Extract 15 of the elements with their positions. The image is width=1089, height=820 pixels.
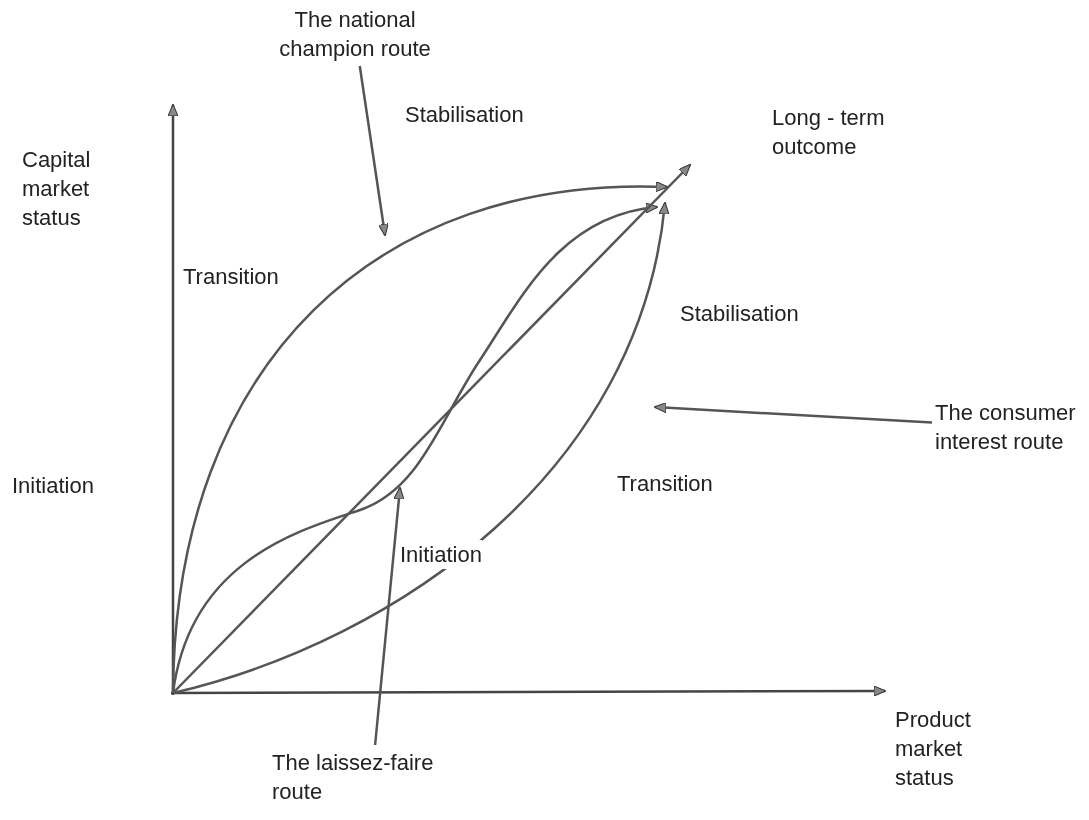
stage-label: Transition — [617, 470, 714, 498]
leader-line — [373, 486, 405, 746]
stage-label: Initiation — [12, 472, 95, 500]
route-label: The consumer interest route — [935, 398, 1085, 456]
leader-line — [653, 402, 933, 424]
outcome-label: Long - term outcome — [772, 103, 912, 161]
axis-label: Product market status — [895, 706, 972, 792]
axis-label: Capital market status — [22, 146, 92, 232]
stage-label: Transition — [183, 263, 280, 291]
stage-label: Stabilisation — [680, 300, 800, 328]
stage-label: Initiation — [400, 540, 482, 569]
route-label: The national champion route — [255, 5, 455, 63]
route-label: The laissez-faire route — [272, 748, 472, 806]
stage-label: Stabilisation — [405, 101, 525, 129]
leader-line — [358, 65, 389, 237]
